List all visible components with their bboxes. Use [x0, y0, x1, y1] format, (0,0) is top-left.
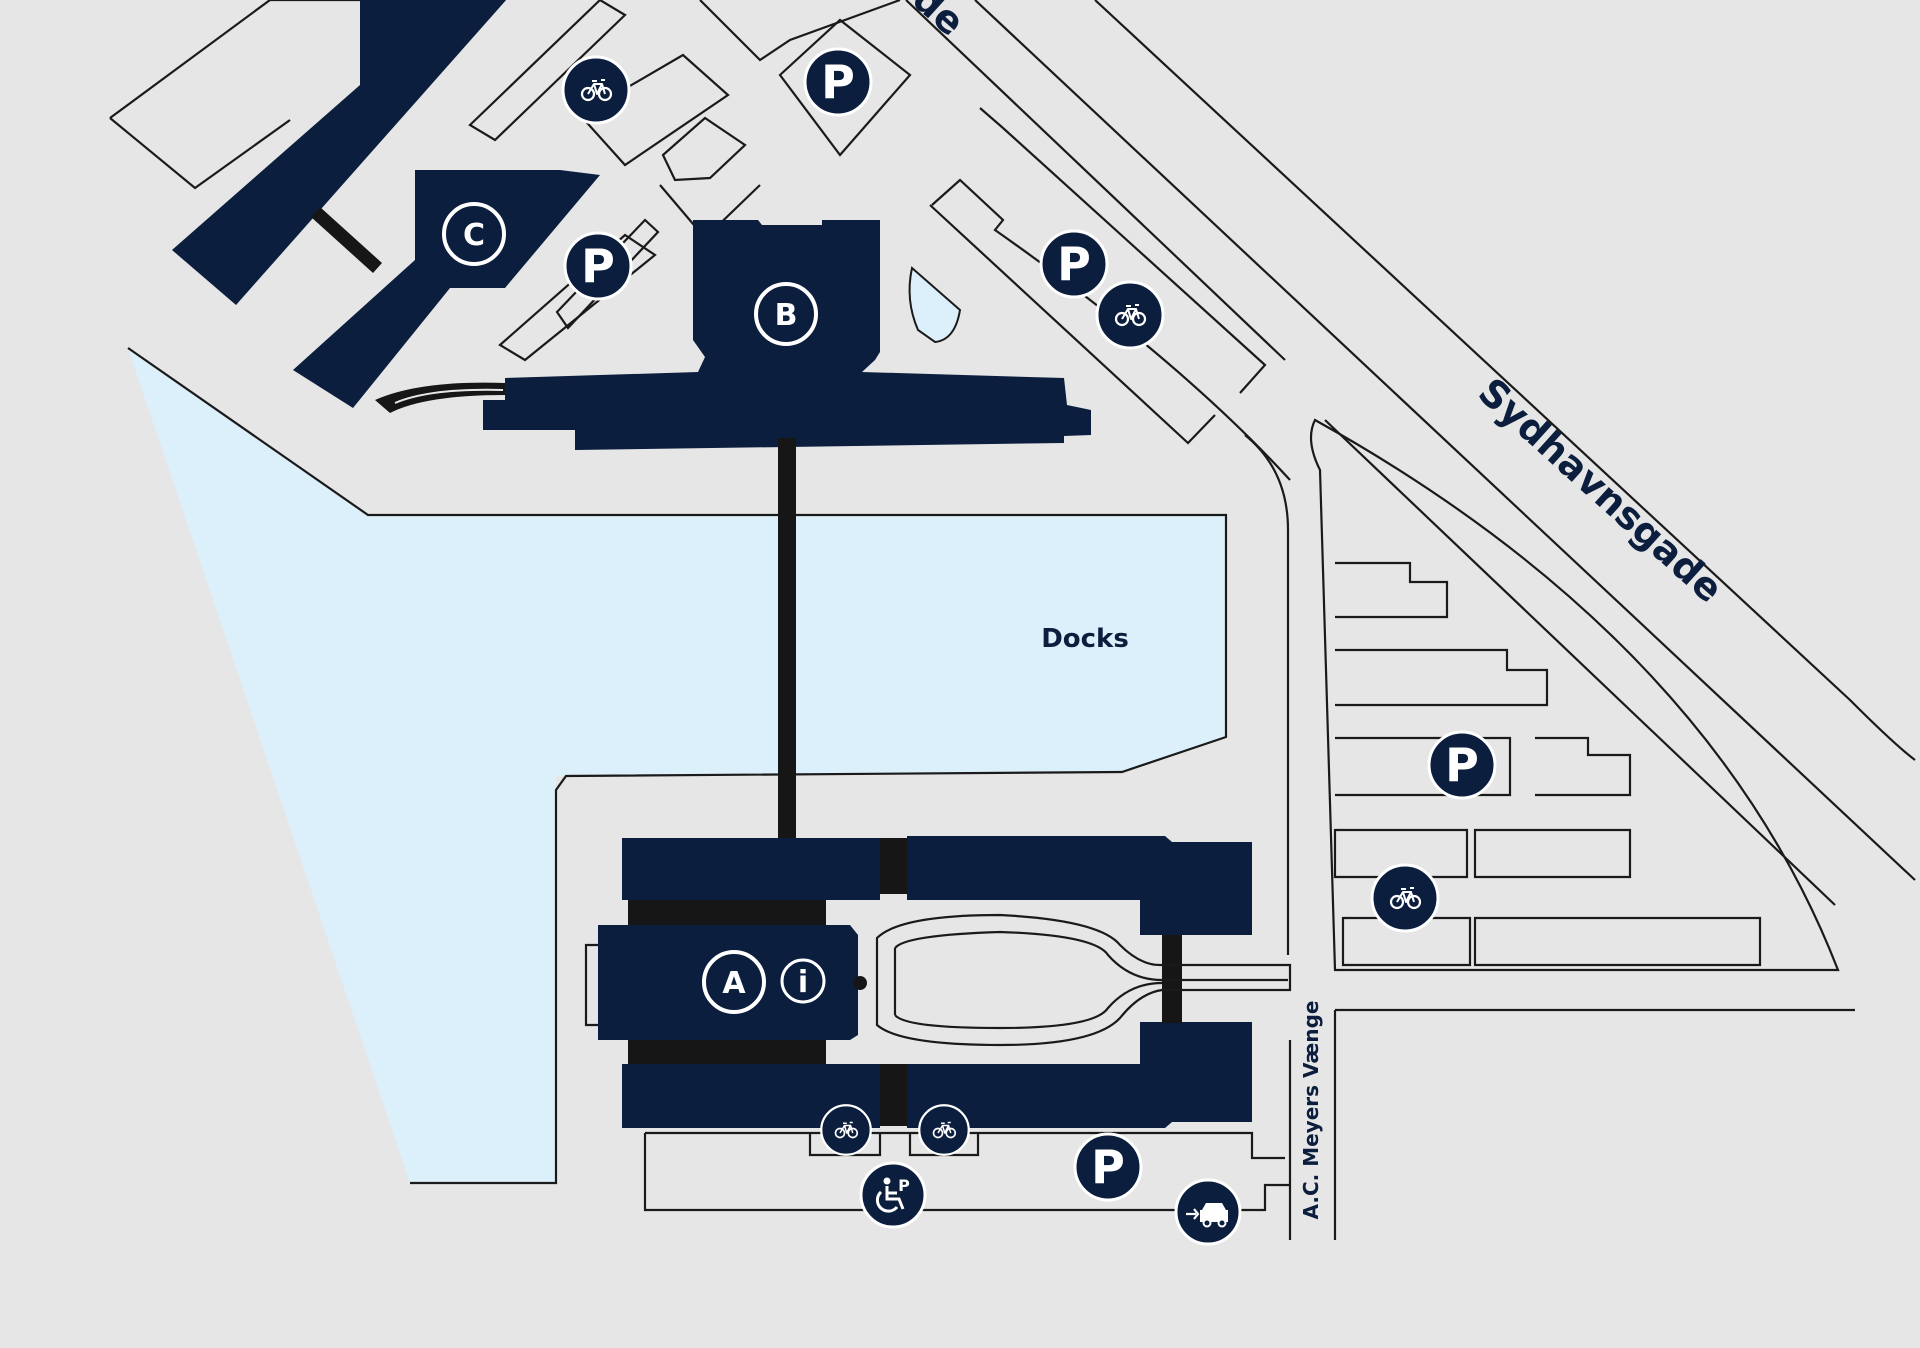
- svg-text:P: P: [1057, 237, 1091, 291]
- svg-text:P: P: [1445, 738, 1479, 792]
- building-b-marker[interactable]: B: [754, 282, 818, 346]
- street-label-ac-meyers: A.C. Meyers Vænge: [1299, 1001, 1323, 1220]
- docks-water: [128, 348, 1226, 1183]
- bicycle-parking-icon: [918, 1104, 970, 1156]
- svg-text:C: C: [463, 218, 485, 253]
- parking-icon: P: [1073, 1132, 1143, 1202]
- parking-icon: P: [803, 47, 873, 117]
- svg-text:i: i: [798, 965, 808, 1000]
- svg-text:P: P: [821, 55, 855, 109]
- pond-b: [908, 266, 962, 344]
- parking-icon: P: [1039, 229, 1109, 299]
- building-a-marker[interactable]: A: [702, 950, 766, 1014]
- svg-text:P: P: [1091, 1140, 1125, 1194]
- block-triangle-east: [1309, 418, 1840, 972]
- svg-text:P: P: [898, 1176, 910, 1195]
- building-a-complex: [584, 836, 1252, 1128]
- svg-text:A: A: [722, 966, 746, 1001]
- svg-text:P: P: [581, 239, 615, 293]
- bridge-b-a: [778, 438, 796, 840]
- building-c-marker[interactable]: C: [442, 202, 506, 266]
- sydhavnsgade-road: [905, 0, 1916, 906]
- handicap-parking-icon: P: [859, 1161, 927, 1229]
- bicycle-parking-icon: [1370, 863, 1440, 933]
- info-icon[interactable]: i: [780, 958, 826, 1004]
- parking-icon: P: [563, 231, 633, 301]
- bicycle-parking-icon: [1095, 280, 1165, 350]
- bicycle-parking-icon: [820, 1104, 872, 1156]
- bicycle-parking-icon: [561, 55, 631, 125]
- ev-charging-icon: [1174, 1178, 1242, 1246]
- building-b: [483, 220, 1091, 450]
- building-c: [172, 0, 600, 408]
- docks-edge: [127, 347, 1228, 1185]
- parking-rows-east: [1333, 561, 1762, 967]
- docks-label: Docks: [1041, 624, 1129, 654]
- courtyard-loop: [875, 913, 1292, 1047]
- svg-text:B: B: [775, 298, 798, 333]
- parking-icon: P: [1427, 730, 1497, 800]
